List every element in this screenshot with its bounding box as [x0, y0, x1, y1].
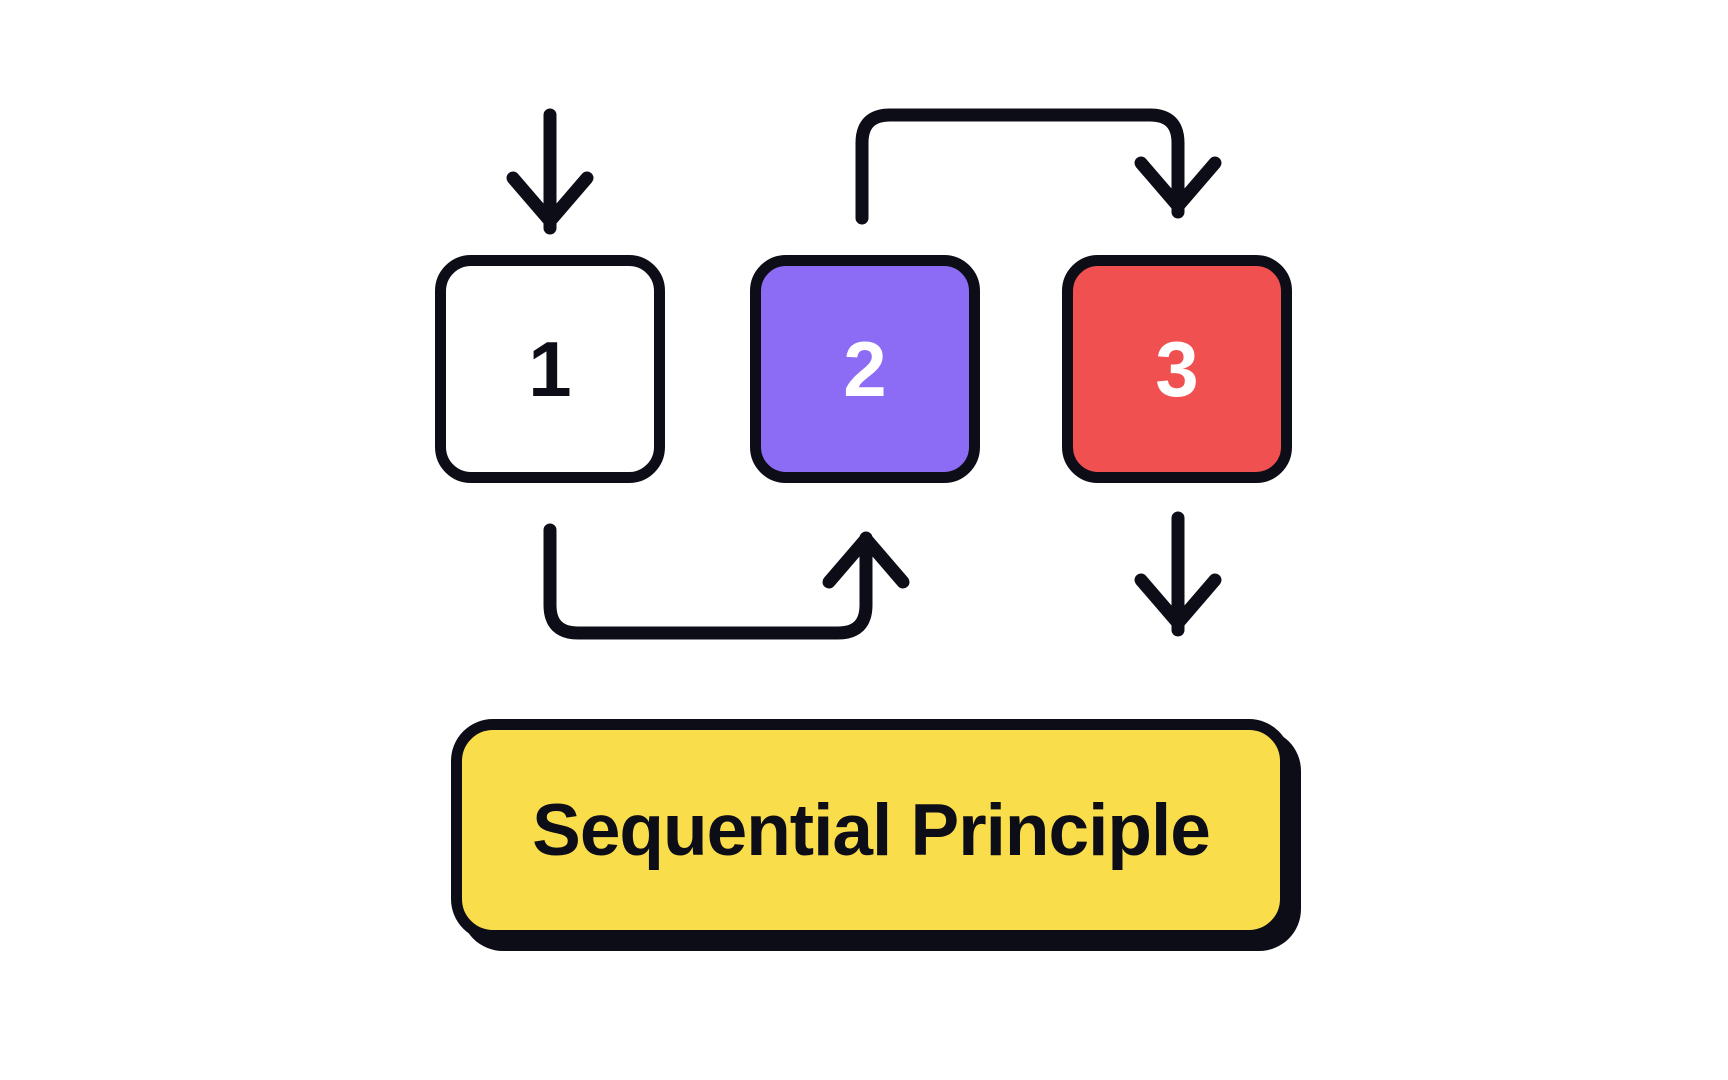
entry-arrow-into-step-one	[506, 108, 594, 235]
step-box-three[interactable]: 3	[1062, 255, 1292, 483]
step-number-three: 3	[1155, 325, 1199, 413]
step-box-one[interactable]: 1	[435, 255, 665, 483]
caption-label: Sequential Principle	[532, 789, 1211, 871]
step-box-two[interactable]: 2	[750, 255, 980, 483]
step-number-two: 2	[843, 325, 887, 413]
caption-banner: Sequential Principle	[451, 719, 1291, 941]
loop-arrow-step-two-to-step-three	[855, 108, 1222, 225]
loop-arrow-step-one-to-step-two	[543, 523, 910, 640]
exit-arrow-from-step-three	[1134, 511, 1222, 637]
step-number-one: 1	[528, 325, 572, 413]
